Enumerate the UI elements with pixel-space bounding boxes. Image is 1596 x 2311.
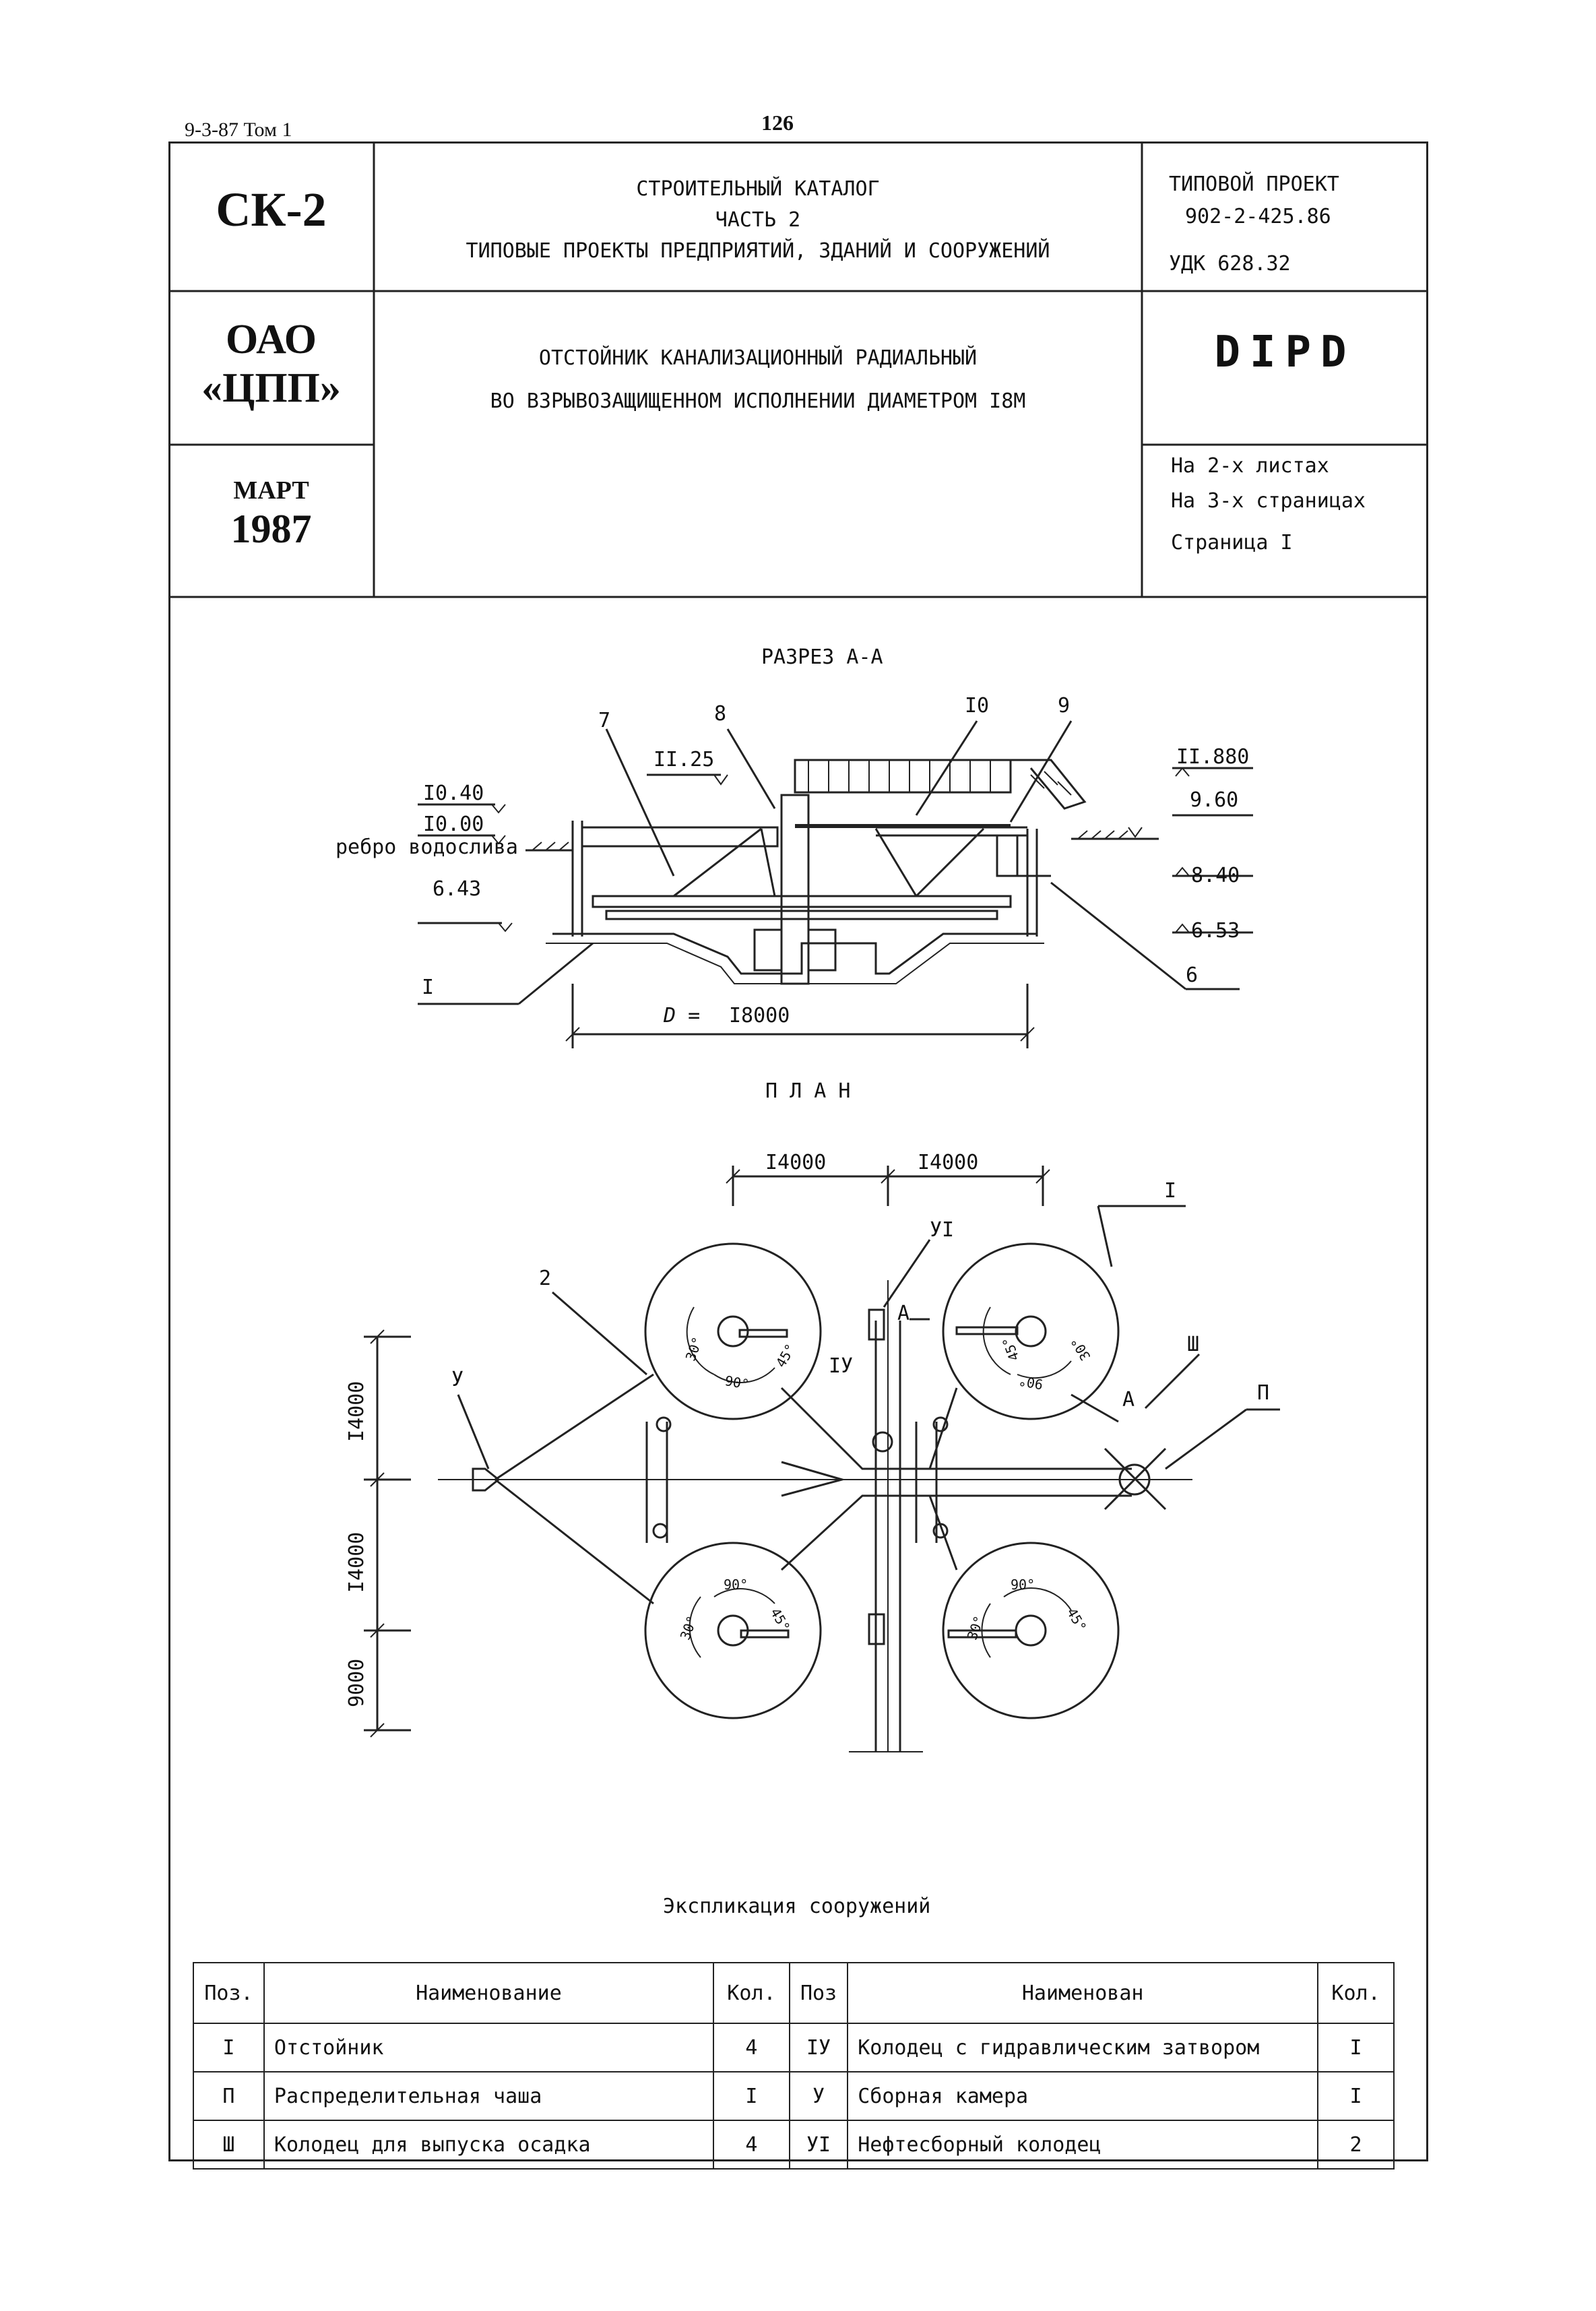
issue-year: 1987	[230, 507, 312, 551]
object-title: ОТСТОЙНИК КАНАЛИЗАЦИОННЫЙ РАДИАЛЬНЫЙ ВО …	[374, 337, 1142, 423]
plan-callout-3: Ш	[1187, 1333, 1200, 1356]
organization: ОАО «ЦПП»	[168, 315, 374, 412]
level-11-25: II.25	[653, 748, 715, 771]
top-dim-right: I4000	[918, 1151, 979, 1174]
level-10-00: I0.00	[423, 813, 484, 836]
plan-callout-4: IУ	[829, 1354, 854, 1378]
col-pos-1: Поз.	[193, 1962, 265, 2024]
callout-6: 6	[1186, 963, 1199, 987]
left-dim-bottom: 9000	[345, 1658, 369, 1707]
object-title-line2: ВО ВЗРЫВОЗАЩИЩЕННОМ ИСПОЛНЕНИИ ДИАМЕТРОМ…	[490, 389, 1026, 413]
top-dim-left: I4000	[765, 1151, 827, 1174]
sheet-code: DIPD	[1214, 327, 1356, 377]
section-title: РАЗРЕЗ А-А	[761, 645, 883, 669]
udk-code: УДК 628.32	[1169, 252, 1291, 276]
project-number: 902-2-425.86	[1185, 205, 1331, 228]
sheets-count: На 2-х листах	[1171, 454, 1329, 478]
table-row: П Распределительная чаша I У Сборная кам…	[193, 2071, 1395, 2121]
callout-9: 9	[1058, 694, 1071, 718]
callout-8: 8	[714, 702, 727, 726]
cell-qty: I	[1317, 2023, 1395, 2072]
col-name-1: Наименование	[263, 1962, 714, 2024]
cell-pos: Ш	[193, 2120, 265, 2170]
col-pos-2: Поз	[788, 1962, 849, 2024]
level-9-60: 9.60	[1190, 788, 1239, 812]
plan-callout-1: I	[1164, 1179, 1177, 1203]
cell-qty: 2	[1317, 2120, 1395, 2170]
section-mark-a-right: А	[1122, 1388, 1135, 1412]
catalog-line1: СТРОИТЕЛЬНЫЙ КАТАЛОГ	[636, 177, 880, 201]
cell-name: Нефтесборный колодец	[847, 2120, 1319, 2170]
cell-qty: 4	[712, 2120, 790, 2170]
level-11-880: II.880	[1176, 745, 1250, 769]
project-label: ТИПОВОЙ ПРОЕКТ	[1169, 172, 1339, 196]
cell-qty: 4	[712, 2023, 790, 2072]
cell-pos: IУ	[788, 2023, 849, 2072]
catalog-heading: СТРОИТЕЛЬНЫЙ КАТАЛОГ ЧАСТЬ 2 ТИПОВЫЕ ПРО…	[374, 174, 1142, 267]
pages-count: На 3-х страницах	[1171, 489, 1366, 513]
section-mark-a-top: А	[897, 1302, 910, 1325]
cell-pos: I	[193, 2023, 265, 2072]
col-qty-1: Кол.	[712, 1962, 790, 2024]
left-dim-upper: I4000	[345, 1381, 369, 1442]
cell-name: Отстойник	[263, 2023, 714, 2072]
cell-qty: I	[1317, 2071, 1395, 2121]
plan-title: П Л А Н	[765, 1079, 851, 1103]
level-10-40: I0.40	[423, 782, 484, 805]
catalog-line2: ЧАСТЬ 2	[715, 208, 801, 232]
cell-name: Сборная камера	[847, 2071, 1319, 2121]
table-row: Ш Колодец для выпуска осадка 4 УI Нефтес…	[193, 2120, 1395, 2170]
cell-pos: У	[788, 2071, 849, 2121]
col-name-2: Наименован	[847, 1962, 1319, 2024]
explication-table: Поз. Наименование Кол. Поз Наименован Ко…	[193, 1962, 1395, 2170]
cell-pos: УI	[788, 2120, 849, 2170]
organization-line1: ОАО	[225, 317, 317, 362]
explication-title: Экспликация сооружений	[663, 1895, 931, 1918]
cell-name: Распределительная чаша	[263, 2071, 714, 2121]
level-8-40: 8.40	[1191, 864, 1240, 887]
angle-90-br: 90°	[1011, 1577, 1035, 1593]
catalog-line3: ТИПОВЫЕ ПРОЕКТЫ ПРЕДПРИЯТИЙ, ЗДАНИЙ И СО…	[466, 239, 1050, 263]
plan-callout-6: УI	[930, 1218, 955, 1242]
project-info: ТИПОВОЙ ПРОЕКТ 902-2-425.86 УДК 628.32	[1169, 168, 1425, 280]
plan-callout-2-roman: П	[1257, 1381, 1270, 1405]
cell-pos: П	[193, 2071, 265, 2121]
table-row: I Отстойник 4 IУ Колодец с гидравлически…	[193, 2023, 1395, 2072]
issue-date: МАРТ 1987	[168, 476, 374, 552]
plan-callout-2: 2	[539, 1267, 552, 1290]
callout-10: I0	[965, 694, 990, 718]
left-dim-lower: I4000	[345, 1531, 369, 1593]
organization-line2: «ЦПП»	[201, 365, 341, 411]
level-6-53: 6.53	[1191, 919, 1240, 943]
cell-qty: I	[712, 2071, 790, 2121]
weir-label: ребро водослива	[336, 835, 518, 859]
cell-name: Колодец с гидравлическим затвором	[847, 2023, 1319, 2072]
plan-callout-5: У	[451, 1368, 464, 1391]
page-index: Страница I	[1171, 531, 1293, 555]
series-label: 9-3-87 Том 1	[185, 119, 292, 141]
diameter-label: D =	[664, 1004, 701, 1027]
col-qty-2: Кол.	[1317, 1962, 1395, 2024]
object-title-line1: ОТСТОЙНИК КАНАЛИЗАЦИОННЫЙ РАДИАЛЬНЫЙ	[538, 346, 978, 370]
page-number: 126	[761, 110, 794, 135]
sheet-info: На 2-х листах На 3-х страницах Страница …	[1171, 449, 1427, 561]
diameter-value: I8000	[729, 1004, 790, 1027]
angle-90-bl: 90°	[724, 1577, 748, 1593]
level-6-43: 6.43	[433, 877, 482, 901]
callout-1: I	[422, 976, 435, 999]
catalog-code: СК-2	[216, 183, 327, 236]
cell-name: Колодец для выпуска осадка	[263, 2120, 714, 2170]
callout-7: 7	[598, 709, 611, 732]
table-header-row: Поз. Наименование Кол. Поз Наименован Ко…	[193, 1962, 1395, 2024]
issue-month: МАРТ	[233, 476, 309, 505]
